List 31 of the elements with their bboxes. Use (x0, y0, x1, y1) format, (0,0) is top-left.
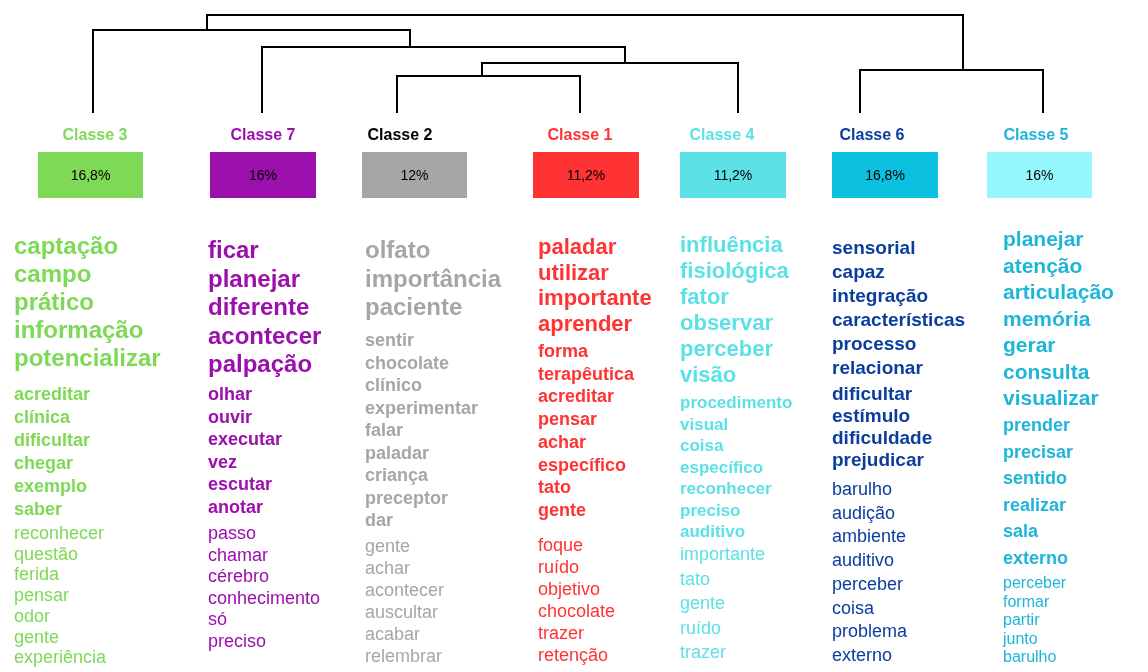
word-list: forma terapêutica acreditar pensar achar específico tato gente (538, 340, 635, 522)
word-list: planejar atenção articulação memória gerar consulta visualizar (1003, 226, 1114, 412)
word-list: importante tato gente ruído trazer (680, 542, 766, 665)
class-heading: Classe 5 (1003, 126, 1069, 144)
class-heading: Classe 4 (689, 126, 755, 144)
word-list: foque ruído objetivo chocolate trazer retenção (538, 534, 616, 666)
word-list: barulho audição ambiente auditivo perceber coisa problema externo (832, 478, 908, 668)
word-list: dificultar estímulo dificuldade prejudicar (832, 383, 933, 471)
class-heading: Classe 7 (230, 126, 296, 144)
percentage-bar: 16,8% (38, 152, 143, 198)
percentage-bar: 16,8% (832, 152, 938, 198)
word-list: olfato importância paciente (365, 236, 502, 322)
percentage-bar: 11,2% (680, 152, 786, 198)
percentage-bar: 16% (210, 152, 316, 198)
word-list: perceber formar partir junto barulho (1003, 574, 1067, 667)
percentage-bar: 11,2% (533, 152, 639, 198)
word-list: paladar utilizar importante aprender (538, 234, 652, 336)
class-heading: Classe 2 (367, 126, 433, 144)
word-list: procedimento visual coisa específico reconhecer preciso auditivo (680, 392, 793, 543)
word-list: reconhecer questão ferida pensar odor gente experiência (14, 523, 107, 668)
word-list: captação campo prático informação potencializar (14, 232, 161, 372)
word-list: gente achar acontecer auscultar acabar relembrar (365, 535, 445, 667)
word-list: ficar planejar diferente acontecer palpação (208, 236, 322, 379)
class-heading: Classe 3 (62, 126, 128, 144)
word-list: prender precisar sentido realizar sala externo (1003, 412, 1074, 571)
word-list: influência fisiológica fator observar perceber visão (680, 232, 789, 388)
class-heading: Classe 1 (547, 126, 613, 144)
percentage-bar: 16% (987, 152, 1092, 198)
percentage-bar: 12% (362, 152, 467, 198)
class-heading: Classe 6 (839, 126, 905, 144)
word-list: passo chamar cérebro conhecimento só preciso (208, 523, 321, 652)
